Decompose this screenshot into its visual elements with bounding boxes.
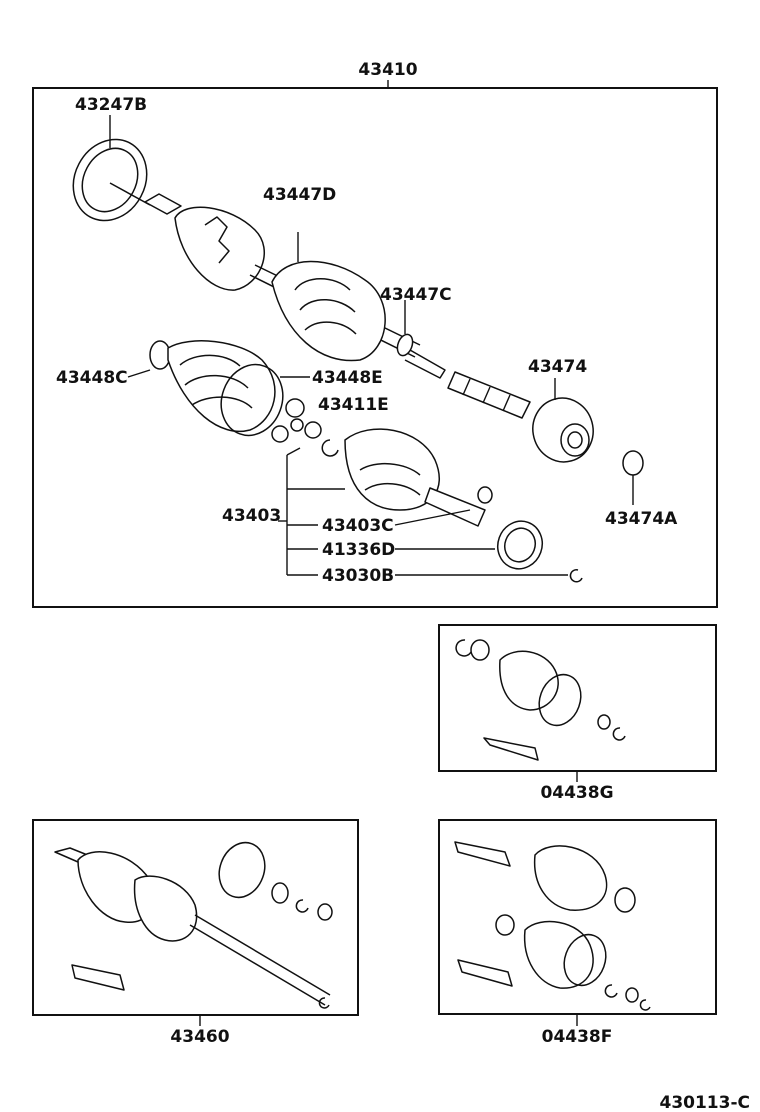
figure-id: 430113-C [659, 1093, 750, 1112]
label-43460: 43460 [170, 1027, 229, 1047]
kit-04438F-group: 04438F [438, 819, 717, 1047]
part-43411E-tripod [271, 398, 339, 457]
label-43247B: 43247B [75, 95, 147, 115]
part-41336D-seal [395, 520, 543, 570]
assembly-frame [32, 87, 718, 608]
inboard-joint-housing [344, 428, 493, 527]
label-43411E: 43411E [318, 395, 389, 415]
part-43403C-callout [394, 509, 471, 526]
label-04438F: 04438F [542, 1027, 613, 1047]
assembly-43410-group: 43410 43247B 43447D [32, 60, 718, 608]
label-43403C: 43403C [322, 516, 394, 536]
part-43448C-inner-boot [127, 340, 276, 433]
label-43448C: 43448C [56, 368, 128, 388]
part-43403-callout [278, 447, 345, 576]
part-43474A-snap-ring [622, 450, 644, 505]
label-43447C: 43447C [380, 285, 452, 305]
label-43474A: 43474A [605, 509, 678, 529]
shaft-splined-section [447, 371, 531, 419]
label-04438G: 04438G [540, 783, 613, 803]
label-43030B: 43030B [322, 566, 394, 586]
part-43030B-snap-ring [395, 569, 583, 583]
kit-43460-group: 43460 [32, 819, 359, 1047]
label-43403: 43403 [222, 506, 281, 526]
part-43474-dust-cover [532, 378, 594, 463]
label-41336D: 41336D [322, 540, 395, 560]
label-43474: 43474 [528, 357, 587, 377]
outboard-joint-shaft [109, 182, 421, 362]
kit-43460-frame [32, 819, 359, 1016]
part-43448E-clamp [220, 363, 310, 437]
label-43448E: 43448E [312, 368, 383, 388]
label-43447D: 43447D [263, 185, 336, 205]
part-43247B-seal-ring [72, 115, 148, 222]
part-43447C-clamp [396, 300, 446, 379]
label-43410: 43410 [358, 60, 417, 80]
kit-04438G-group: 04438G [438, 624, 717, 803]
